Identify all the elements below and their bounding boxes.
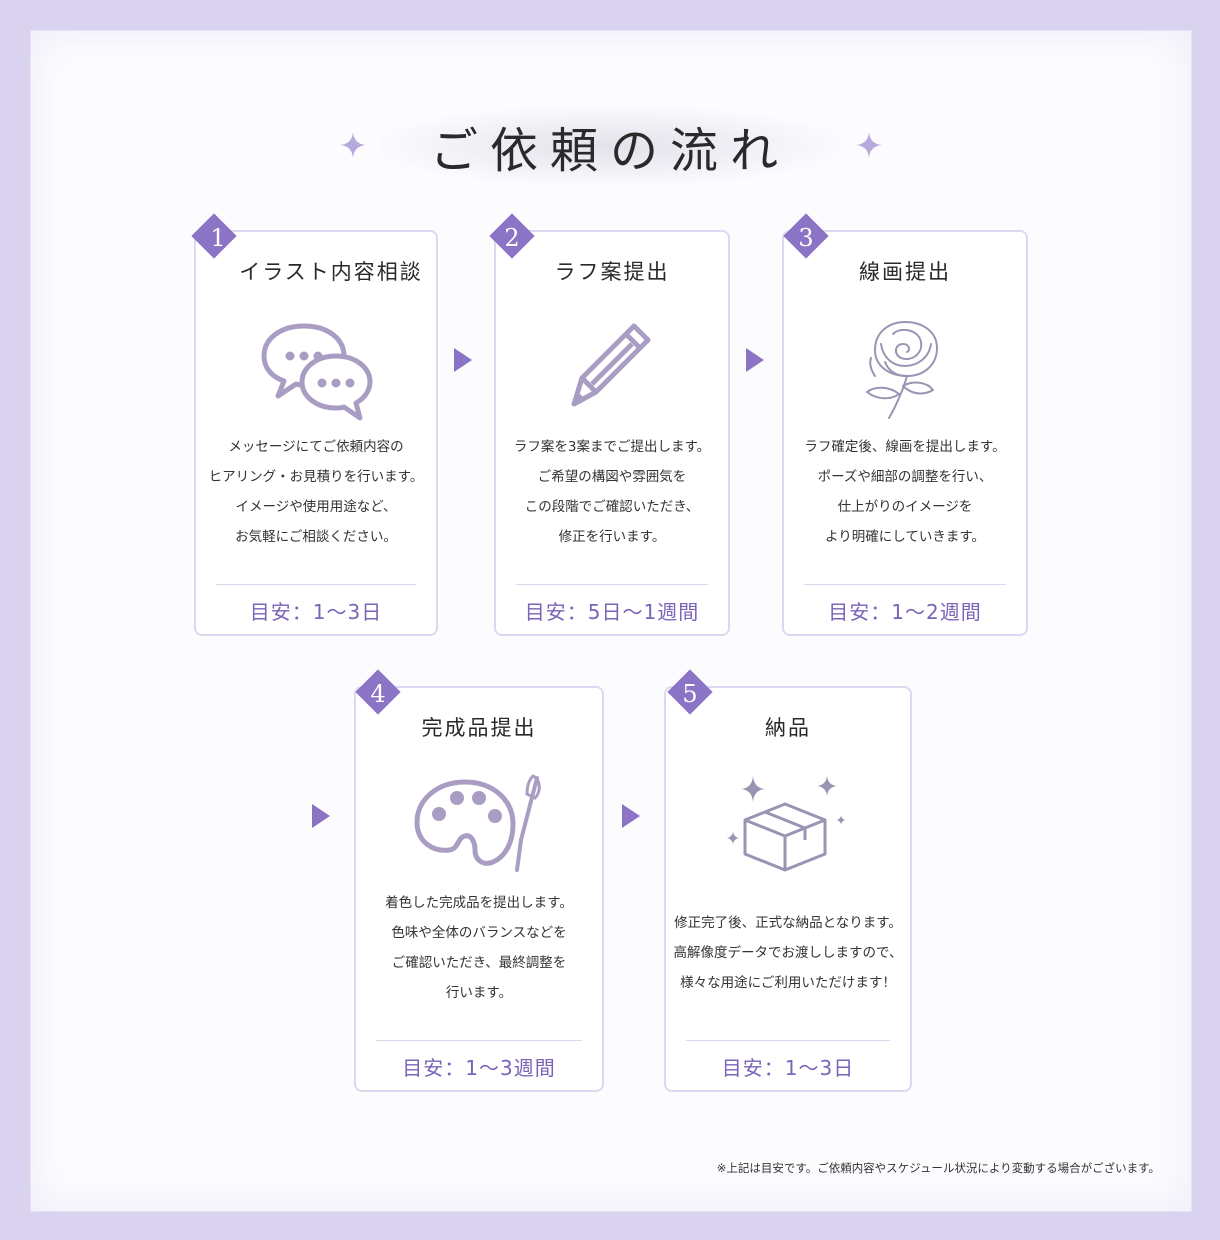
desc-line: ラフ案を3案までご提出します。: [513, 439, 711, 455]
step-badge-2: [489, 213, 535, 259]
desc-line: 様々な用途にご利用いただけます！: [680, 975, 896, 991]
desc-line: 高解像度データでお渡ししますので、: [673, 945, 903, 961]
divider: [804, 584, 1006, 585]
step-description: 修正完了後、正式な納品となります。 高解像度データでお渡ししますので、 様々な用…: [672, 908, 904, 998]
desc-line: 行います。: [445, 985, 513, 1001]
desc-line: 色味や全体のバランスなどを: [391, 925, 567, 941]
divider: [376, 1040, 582, 1041]
step-estimate: 目安：1〜2週間: [828, 600, 982, 624]
divider: [216, 584, 416, 585]
desc-line: ご希望の構図や雰囲気を: [537, 469, 687, 485]
step-description: 着色した完成品を提出します。 色味や全体のバランスなどを ご確認いただき、最終調…: [362, 888, 596, 1008]
step-description: ラフ案を3案までご提出します。 ご希望の構図や雰囲気を この段階でご確認いただき…: [502, 432, 722, 552]
step-badge-4: [355, 669, 401, 715]
desc-line: ヒアリング・お見積りを行います。: [208, 469, 424, 485]
sparkle-left-icon: [340, 132, 366, 158]
desc-line: ラフ確定後、線画を提出します。: [804, 439, 1006, 455]
step-badge-5: [667, 669, 713, 715]
desc-line: 修正完了後、正式な納品となります。: [674, 915, 902, 931]
title-area: ご依頼の流れ: [340, 96, 880, 196]
arrow-right-icon: [454, 348, 472, 372]
step-title: イラスト内容相談: [239, 260, 423, 284]
divider: [686, 1040, 890, 1041]
desc-line: お気軽にご相談ください。: [235, 529, 397, 545]
step-estimate: 目安：1〜3日: [249, 600, 383, 624]
desc-line: ポーズや細部の調整を行い、: [817, 469, 993, 485]
step-card-2: ラフ案提出 ラフ案を3案までご提出します。 ご希望の構図や雰囲気を この段階でご…: [494, 230, 730, 636]
step-card-5: 納品 修正完了後、正式な納品となります。 高解像度データでお渡ししますので、 様…: [664, 686, 912, 1092]
step-number: 5: [682, 680, 698, 708]
footnote: ※上記は目安です。ご依頼内容やスケジュール状況により変動する場合がございます。: [716, 1161, 1160, 1175]
step-title: 線画提出: [859, 260, 951, 284]
step-estimate: 目安：1〜3週間: [402, 1056, 556, 1080]
step-card-1: イラスト内容相談 メッセージにてご依頼内容の ヒアリング・お見積りを行います。 …: [194, 230, 438, 636]
page-title: ご依頼の流れ: [429, 123, 790, 179]
step-badge-1: [191, 213, 237, 259]
step-estimate: 目安：1〜3日: [721, 1056, 855, 1080]
step-description: メッセージにてご依頼内容の ヒアリング・お見積りを行います。 イメージや使用用途…: [202, 432, 430, 552]
step-title: 納品: [765, 716, 811, 740]
step-title: 完成品提出: [421, 716, 537, 740]
desc-line: イメージや使用用途など、: [235, 499, 397, 515]
title-glow: [380, 106, 840, 186]
step-card-3: 線画提出 ラフ確定後、線画を提出します。 ポーズや細部の調整を行い、 仕上がりの…: [782, 230, 1028, 636]
step-card-4: 完成品提出 着色した完成品を提出します。 色味や全体のバランスなどを ご確認いた…: [354, 686, 604, 1092]
desc-line: より明確にしていきます。: [825, 529, 985, 545]
step-number: 1: [210, 224, 226, 252]
arrow-right-icon: [312, 804, 330, 828]
pencil-icon: [571, 323, 651, 407]
step-title: ラフ案提出: [554, 260, 670, 284]
sparkle-right-icon: [856, 132, 882, 158]
desc-line: 仕上がりのイメージを: [837, 499, 973, 515]
desc-line: この段階でご確認いただき、: [524, 499, 700, 515]
step-description: ラフ確定後、線画を提出します。 ポーズや細部の調整を行い、 仕上がりのイメージを…: [790, 432, 1020, 552]
speech-bubbles-icon: [261, 323, 373, 421]
step-number: 2: [504, 224, 520, 252]
box-icon: [727, 776, 845, 872]
step-number: 3: [798, 224, 814, 252]
arrow-right-icon: [622, 804, 640, 828]
desc-line: ご確認いただき、最終調整を: [391, 955, 567, 971]
rose-icon: [866, 321, 938, 419]
step-estimate: 目安：5日〜1週間: [524, 600, 700, 624]
desc-line: 着色した完成品を提出します。: [385, 895, 573, 911]
divider: [516, 584, 708, 585]
desc-line: 修正を行います。: [558, 529, 666, 545]
palette-icon: [414, 774, 541, 872]
desc-line: メッセージにてご依頼内容の: [228, 439, 404, 455]
step-number: 4: [370, 680, 386, 708]
step-badge-3: [783, 213, 829, 259]
arrow-right-icon: [746, 348, 764, 372]
